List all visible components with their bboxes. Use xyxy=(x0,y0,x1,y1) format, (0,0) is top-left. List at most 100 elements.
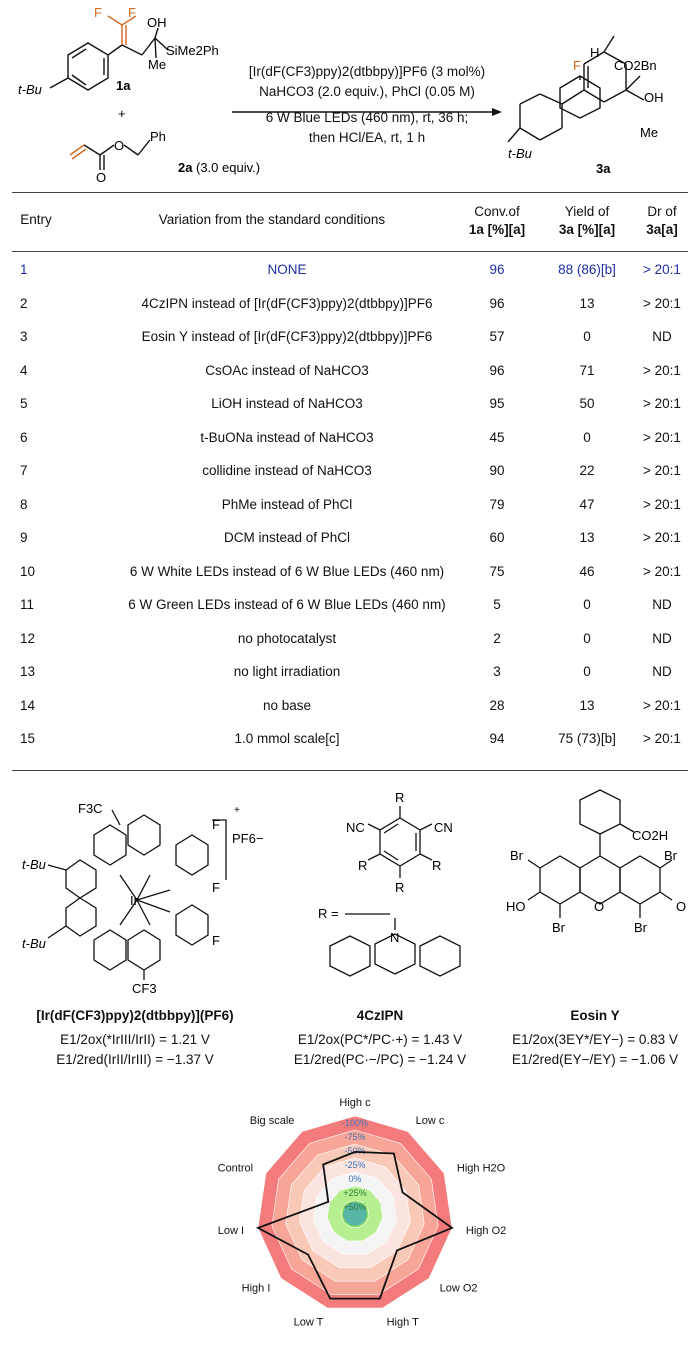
cell-variation: DCM instead of PhCl xyxy=(223,530,351,545)
cell-conv: 96 xyxy=(489,362,505,378)
cell-entry: 5 xyxy=(20,396,28,411)
cell-entry: 13 xyxy=(20,664,36,679)
radar-ring-label: +25% xyxy=(343,1188,366,1198)
ir-cf3a: F3C xyxy=(78,801,103,816)
cell-entry: 2 xyxy=(20,295,28,311)
reactant-1-structure xyxy=(49,15,169,91)
cell-entry: 8 xyxy=(20,496,28,512)
cell-entry: 10 xyxy=(20,563,36,579)
radar-ring-label: -100% xyxy=(342,1118,368,1128)
cell-dr: ND xyxy=(652,630,672,646)
reactant-1-label: 1a xyxy=(116,78,131,93)
header-dr: Dr of 3a[a] xyxy=(632,203,692,239)
cell-entry: 1 xyxy=(20,262,28,277)
cell-variation: 6 W Green LEDs instead of 6 W Blue LEDs … xyxy=(128,597,446,612)
cell-yield: 0 xyxy=(583,597,591,612)
reactant-2-equiv: (3.0 equiv.) xyxy=(196,160,260,175)
cell-conv: 60 xyxy=(489,530,505,545)
czipn-r-left: R xyxy=(358,858,367,873)
czipn-r-right: R xyxy=(432,858,441,873)
cell-variation: 6 W White LEDs instead of 6 W Blue LEDs … xyxy=(129,563,445,579)
cell-variation: LiOH instead of NaHCO3 xyxy=(211,396,363,411)
cell-yield: 13 xyxy=(579,295,595,311)
cell-yield: 88 (86)[b] xyxy=(558,262,616,277)
table-row: 3 Eosin Y instead of [Ir(dF(CF3)ppy)2(dtb… xyxy=(12,319,688,357)
table-row: 11 6 W Green LEDs instead of 6 W Blue LED… xyxy=(12,587,688,625)
table-header: Entry Variation from the standard condit… xyxy=(12,192,688,252)
cell-variation: Eosin Y instead of [Ir(dF(CF3)ppy)2(dtbb… xyxy=(141,329,433,344)
cell-dr: ND xyxy=(652,664,672,679)
cell-entry: 4 xyxy=(20,362,28,378)
radar-axis-label: High c xyxy=(339,1097,371,1109)
r1-si: SiMe2Ph xyxy=(166,43,219,58)
radar-ring-label: 0% xyxy=(348,1174,361,1184)
header-conv-line2: 1a [%][a] xyxy=(468,222,526,237)
cell-yield: 46 xyxy=(579,563,595,579)
czipn-r-bottom: R xyxy=(395,880,404,895)
r1-f2: F xyxy=(128,5,136,20)
reactant-2-structure xyxy=(69,139,151,170)
cond-line-1: [Ir(dF(CF3)ppy)2(dtbbpy)]PF6 (3 mol%) xyxy=(248,64,486,79)
p-me: Me xyxy=(640,125,658,140)
cell-entry: 7 xyxy=(20,463,28,478)
ir-e-red: E1/2red(IrII/IrIII) = −1.37 V xyxy=(56,1052,214,1067)
cell-dr: > 20:1 xyxy=(643,362,681,378)
cell-variation: PhMe instead of PhCl xyxy=(221,496,353,512)
cell-conv: 5 xyxy=(493,597,501,612)
ir-cf3b: CF3 xyxy=(132,981,157,996)
cell-variation: NONE xyxy=(267,262,307,277)
cell-conv: 57 xyxy=(489,329,505,344)
ir-f1: F xyxy=(212,817,220,832)
cell-dr: > 20:1 xyxy=(643,463,681,478)
cell-conv: 96 xyxy=(489,295,505,311)
eosin-co2h: CO2H xyxy=(632,828,668,843)
product-label: 3a xyxy=(596,161,611,176)
cell-conv: 95 xyxy=(489,396,505,411)
p-oh: OH xyxy=(644,90,664,105)
p-tbu: t-Bu xyxy=(508,146,532,161)
eosin-br2: Br xyxy=(664,848,678,863)
cell-yield: 71 xyxy=(579,362,595,378)
radar-axis-label: High H2O xyxy=(457,1163,506,1175)
cell-yield: 13 xyxy=(579,530,595,545)
ir-f2: F xyxy=(212,880,220,895)
czipn-r-eq: R = xyxy=(318,906,339,921)
czipn-name: 4CzIPN xyxy=(356,1008,404,1023)
cell-entry: 14 xyxy=(20,697,36,713)
header-yield-line1: Yield of xyxy=(564,204,610,219)
cell-conv: 94 xyxy=(489,731,505,746)
cell-yield: 75 (73)[b] xyxy=(558,731,616,746)
cell-yield: 22 xyxy=(579,463,595,478)
r1-tbu: t-Bu xyxy=(18,82,42,97)
ir-metal: Ir xyxy=(130,893,139,908)
cell-dr: > 20:1 xyxy=(643,496,681,512)
ir-pf6: PF6− xyxy=(232,831,263,846)
eosin-e-ox: E1/2ox(3EY*/EY−) = 0.83 V xyxy=(512,1032,678,1047)
ir-tbu1: t-Bu xyxy=(22,857,46,872)
cell-entry: 3 xyxy=(20,329,28,344)
cell-yield: 50 xyxy=(579,396,595,411)
cell-conv: 90 xyxy=(489,463,505,478)
cond-line-3: 6 W Blue LEDs (460 nm), rt, 36 h; xyxy=(265,110,469,125)
eosin-e-red: E1/2red(EY−/EY) = −1.06 V xyxy=(511,1052,679,1067)
header-dr-line2: 3a[a] xyxy=(646,222,678,237)
header-yield: Yield of 3a [%][a] xyxy=(532,203,642,239)
cell-entry: 11 xyxy=(20,597,35,612)
cell-dr: > 20:1 xyxy=(643,697,681,713)
czipn-cn: CN xyxy=(434,820,453,835)
radar-axis-label: Big scale xyxy=(250,1115,295,1127)
cell-yield: 0 xyxy=(583,630,591,646)
czipn-e-red: E1/2red(PC·−/PC) = −1.24 V xyxy=(293,1052,467,1067)
eosin-br4: Br xyxy=(634,920,648,935)
cond-line-2: NaHCO3 (2.0 equiv.), PhCl (0.05 M) xyxy=(259,84,475,99)
r2-o1: O xyxy=(114,138,124,153)
header-conv-line1: Conv.of xyxy=(474,204,520,219)
ir-complex-structure xyxy=(47,809,227,980)
r1-me: Me xyxy=(148,57,166,72)
cell-dr: > 20:1 xyxy=(643,295,681,311)
header-conv: Conv.of 1a [%][a] xyxy=(452,203,542,239)
